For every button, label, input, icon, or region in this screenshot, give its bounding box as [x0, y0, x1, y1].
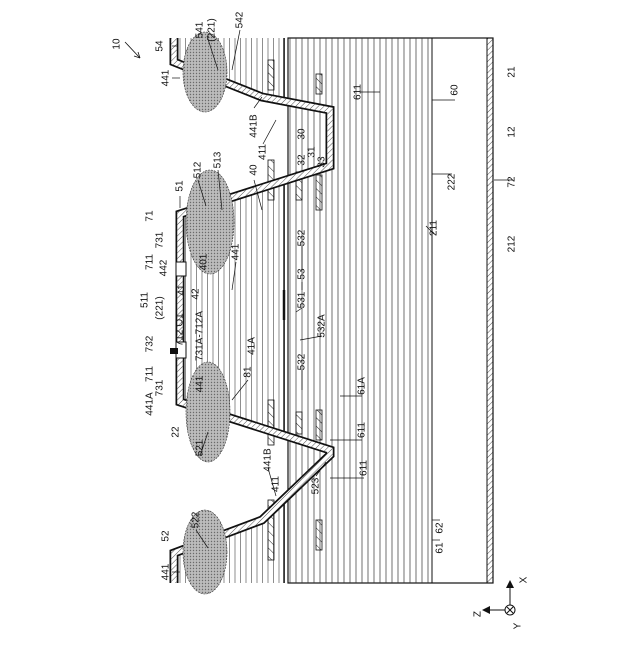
coordinate-axes: X Z Y: [473, 576, 530, 629]
label-41A: 41A: [247, 337, 258, 355]
label-60: 60: [450, 84, 461, 96]
axis-label-Y: Y: [513, 622, 524, 629]
label-712: 712: [175, 329, 186, 346]
label-33: 33: [317, 156, 328, 168]
current-blocking-region: [296, 412, 302, 434]
label-711: 711: [145, 366, 156, 382]
label-711: 711: [145, 254, 156, 270]
label-731A712A: 731A-712A: [195, 311, 206, 361]
label-512: 512: [193, 161, 204, 178]
label-531: 531: [297, 291, 308, 308]
label-72: 72: [507, 176, 518, 188]
label-40: 40: [249, 164, 260, 176]
label-30: 30: [297, 128, 308, 140]
label-12: 12: [507, 126, 518, 138]
label-441B: 441B: [249, 114, 260, 138]
leader-line: [263, 120, 276, 144]
current-blocking-region: [316, 520, 322, 550]
label-611: 611: [359, 460, 370, 476]
implant-region-513: [186, 170, 234, 274]
label-222: 222: [447, 173, 458, 190]
label-731: 731: [155, 231, 166, 248]
label-52: 52: [161, 530, 172, 542]
leader-line: [232, 380, 248, 400]
label-411: 411: [258, 144, 269, 160]
label-521: 521: [195, 439, 206, 456]
label-511: 511: [140, 292, 151, 308]
implant-region-521: [186, 362, 230, 462]
label-441: 441: [161, 69, 172, 86]
label-522: 522: [191, 511, 202, 528]
implant-region-542: [183, 32, 227, 112]
arrow-10: [125, 42, 140, 58]
label-611: 611: [357, 422, 368, 438]
current-blocking-region: [316, 410, 322, 440]
label-51: 51: [175, 180, 186, 192]
current-blocking-region: [268, 400, 274, 445]
label-31: 31: [307, 146, 318, 158]
label-441: 441: [231, 243, 242, 260]
current-blocking-region: [316, 74, 322, 94]
substrate-layers: [288, 38, 493, 583]
label-441B: 441B: [263, 448, 274, 472]
label-61A: 61A: [357, 377, 368, 395]
label-732: 732: [145, 335, 156, 352]
label-212: 212: [507, 235, 518, 252]
label-81: 81: [243, 366, 254, 378]
label-221: (221): [207, 18, 218, 41]
label-401: 401: [199, 253, 210, 270]
label-211: 211: [429, 220, 440, 236]
current-blocking-region: [268, 60, 274, 90]
leader-line: [232, 262, 236, 290]
implant-region-522: [183, 510, 227, 594]
label-O1: O1: [175, 313, 186, 327]
label-71: 71: [145, 210, 156, 222]
label-22: 22: [171, 426, 182, 438]
label-21: 21: [507, 66, 518, 78]
label-441: 441: [195, 375, 206, 392]
reference-labels: 1054541(221)5424412160611441B41130313233…: [112, 11, 518, 580]
label-442: 442: [159, 259, 170, 276]
leader-line: [232, 30, 240, 70]
label-53: 53: [297, 268, 308, 280]
label-541: 541: [195, 21, 206, 38]
label-611: 611: [353, 84, 364, 100]
x-axis-arrow: [506, 580, 514, 588]
label-441: 441: [161, 563, 172, 580]
label-61: 61: [435, 542, 446, 554]
label-532A: 532A: [317, 314, 328, 338]
label-731: 731: [155, 379, 166, 396]
label-441A: 441A: [145, 392, 156, 416]
label-523: 523: [311, 477, 322, 494]
label-532: 532: [297, 353, 308, 370]
label-62: 62: [435, 522, 446, 534]
label-411: 411: [271, 476, 282, 492]
label-32: 32: [297, 154, 308, 166]
label-10: 10: [112, 38, 123, 50]
label-41: 41: [177, 284, 188, 296]
label-221: (221): [155, 296, 166, 319]
current-blocking-region: [316, 175, 322, 210]
contact-opening: [170, 348, 178, 354]
hatched-layer-21: [487, 38, 493, 583]
label-42: 42: [191, 288, 202, 300]
label-532: 532: [297, 229, 308, 246]
label-54: 54: [155, 40, 166, 52]
electrode-442: [176, 262, 186, 276]
label-542: 542: [235, 11, 246, 28]
axis-label-X: X: [519, 576, 530, 583]
axis-label-Z: Z: [473, 611, 484, 617]
label-513: 513: [213, 151, 224, 168]
substrate-frame: [288, 38, 493, 583]
